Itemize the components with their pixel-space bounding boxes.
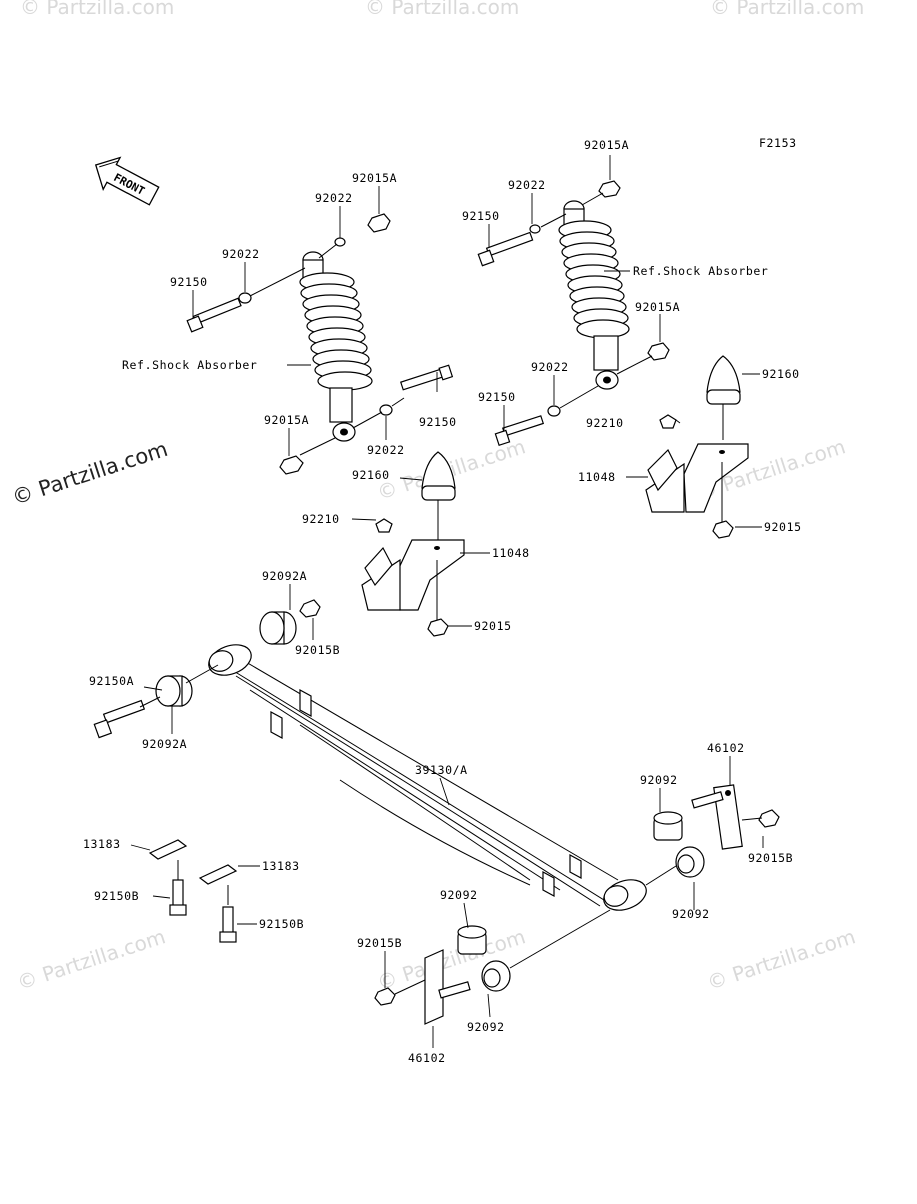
shackle-plate[interactable] — [424, 949, 444, 1025]
part-label[interactable]: 92150B — [259, 917, 304, 931]
watermark-text: © Partzilla.com — [20, 0, 174, 19]
nut-icon[interactable] — [374, 987, 396, 1006]
part-label[interactable]: 92092 — [672, 907, 710, 921]
bushing-icon[interactable] — [481, 960, 511, 992]
bolt-icon[interactable] — [438, 981, 471, 999]
right-bump-stop[interactable] — [706, 355, 741, 405]
part-label[interactable]: 13183 — [83, 837, 121, 851]
part-label[interactable]: 92022 — [508, 178, 546, 192]
washer-icon[interactable] — [547, 405, 561, 417]
nut-icon[interactable] — [647, 342, 670, 361]
part-label[interactable]: 92022 — [315, 191, 353, 205]
front-arrow-icon: FRONT — [94, 156, 160, 206]
watermark-text: © Partzilla.com — [365, 0, 519, 19]
part-label[interactable]: 92015B — [295, 643, 340, 657]
part-label[interactable]: 11048 — [578, 470, 616, 484]
bolt-icon[interactable] — [93, 699, 146, 739]
right-bracket[interactable] — [645, 443, 749, 513]
part-label[interactable]: Ref.Shock Absorber — [633, 264, 768, 278]
part-label[interactable]: 92022 — [222, 247, 260, 261]
part-labels: 92015A 92022 92022 92150 Ref.Shock Absor… — [83, 138, 802, 1065]
part-label[interactable]: 92150 — [170, 275, 208, 289]
bushing-icon[interactable] — [675, 846, 705, 878]
left-bracket[interactable] — [361, 539, 465, 611]
bolt-icon[interactable] — [169, 879, 187, 916]
part-label[interactable]: 92160 — [352, 468, 390, 482]
part-label[interactable]: 92092A — [142, 737, 187, 751]
part-label[interactable]: 92150 — [419, 415, 457, 429]
washer-icon[interactable] — [529, 224, 541, 234]
part-label[interactable]: 46102 — [408, 1051, 446, 1065]
nut-icon[interactable] — [375, 518, 393, 533]
part-label[interactable]: 92015A — [584, 138, 629, 152]
leader-lines — [130, 155, 764, 1048]
shackle-plate[interactable] — [713, 784, 743, 850]
part-label[interactable]: 92092 — [440, 888, 478, 902]
part-label[interactable]: 92015B — [748, 851, 793, 865]
watermark-text: © Partzilla.com — [14, 924, 168, 995]
watermark-text: © Partzilla.com — [710, 0, 864, 19]
diagram-code: F2153 — [759, 136, 797, 150]
nut-icon[interactable] — [427, 618, 449, 637]
part-label[interactable]: 92015B — [357, 936, 402, 950]
part-label[interactable]: 92092 — [467, 1020, 505, 1034]
nut-icon[interactable] — [367, 213, 391, 233]
part-label[interactable]: 92092 — [640, 773, 678, 787]
part-label[interactable]: 13183 — [262, 859, 300, 873]
nut-icon[interactable] — [598, 180, 621, 198]
part-label[interactable]: 92160 — [762, 367, 800, 381]
left-shock-hardware — [186, 213, 454, 475]
washer-icon[interactable] — [379, 404, 393, 416]
bushing-icon[interactable] — [653, 811, 683, 841]
bushing-icon[interactable] — [457, 925, 487, 955]
part-label[interactable]: 46102 — [707, 741, 745, 755]
bolt-icon[interactable] — [400, 364, 454, 391]
bolt-icon[interactable] — [219, 906, 237, 943]
part-label[interactable]: 92092A — [262, 569, 307, 583]
bolt-icon[interactable] — [691, 791, 724, 809]
right-shock-hardware — [477, 180, 670, 447]
part-label[interactable]: 92015A — [635, 300, 680, 314]
watermark-text: © Partzilla.com — [704, 924, 858, 995]
strap-plate[interactable] — [148, 839, 188, 860]
part-label[interactable]: 92022 — [531, 360, 569, 374]
left-bump-stop[interactable] — [421, 451, 456, 501]
nut-icon[interactable] — [659, 414, 677, 429]
bushing-icon[interactable] — [259, 611, 297, 645]
part-label[interactable]: 92015 — [474, 619, 512, 633]
strap-plate[interactable] — [198, 864, 238, 885]
watermark-text: © Partzilla.com — [9, 437, 171, 510]
part-label[interactable]: 39130/A — [415, 763, 468, 777]
part-label[interactable]: 92150 — [462, 209, 500, 223]
right-shock-absorber[interactable] — [558, 200, 630, 390]
part-label[interactable]: 92150A — [89, 674, 134, 688]
part-label[interactable]: 92150 — [478, 390, 516, 404]
part-label[interactable]: 92015A — [264, 413, 309, 427]
part-label[interactable]: Ref.Shock Absorber — [122, 358, 257, 372]
part-label[interactable]: 11048 — [492, 546, 530, 560]
left-shock-absorber[interactable] — [299, 251, 373, 442]
bolt-icon[interactable] — [494, 415, 545, 447]
part-label[interactable]: 92210 — [586, 416, 624, 430]
part-label[interactable]: 92015A — [352, 171, 397, 185]
bolt-icon[interactable] — [186, 297, 242, 333]
nut-icon[interactable] — [758, 809, 780, 828]
washer-icon[interactable] — [238, 292, 252, 304]
part-label[interactable]: 92150B — [94, 889, 139, 903]
part-label[interactable]: 92015 — [764, 520, 802, 534]
bolt-icon[interactable] — [477, 231, 534, 267]
nut-icon[interactable] — [712, 520, 734, 539]
part-label[interactable]: 92210 — [302, 512, 340, 526]
part-label[interactable]: 92022 — [367, 443, 405, 457]
leaf-spring[interactable] — [205, 639, 651, 915]
nut-icon[interactable] — [279, 455, 304, 475]
bushing-icon[interactable] — [155, 675, 193, 707]
nut-icon[interactable] — [299, 599, 321, 618]
